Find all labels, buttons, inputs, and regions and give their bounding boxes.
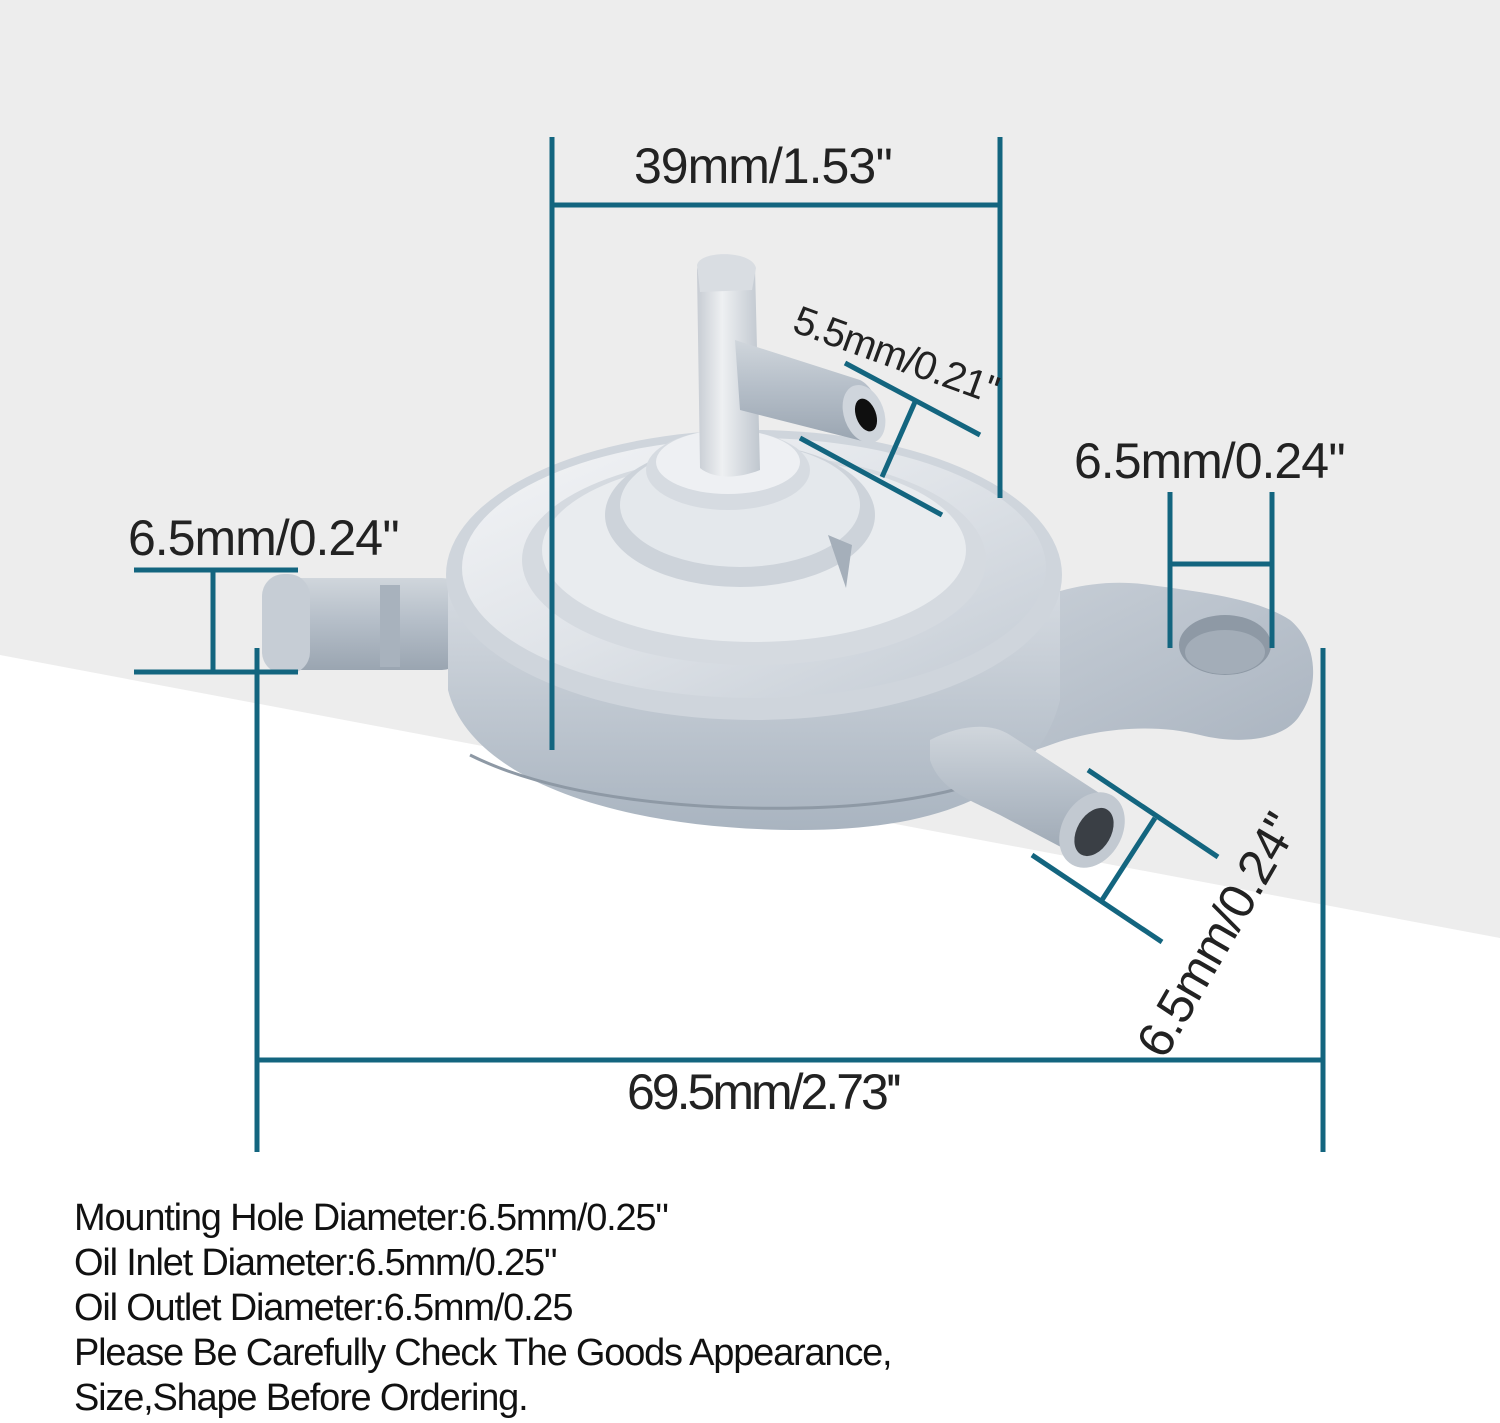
overall-length-label: 69.5mm/2.73'' bbox=[627, 1064, 902, 1120]
pump-body bbox=[446, 430, 1062, 830]
spec-oil-inlet: Oil Inlet Diameter:6.5mm/0.25" bbox=[74, 1242, 557, 1284]
inlet-label: 6.5mm/0.24'' bbox=[128, 510, 400, 566]
spec-oil-outlet: Oil Outlet Diameter:6.5mm/0.25 bbox=[74, 1287, 574, 1329]
body-width-label: 39mm/1.53'' bbox=[634, 138, 893, 194]
spec-notice-line-1: Please Be Carefully Check The Goods Appe… bbox=[74, 1332, 893, 1374]
outlet-nipple bbox=[930, 726, 1125, 868]
spec-notes: Mounting Hole Diameter:6.5mm/0.25" Oil I… bbox=[74, 1196, 893, 1421]
spec-notice-line-2: Size,Shape Before Ordering. bbox=[74, 1377, 529, 1419]
top-nipple bbox=[697, 254, 886, 477]
mounting-hole-label: 6.5mm/0.24'' bbox=[1074, 433, 1346, 489]
spec-mounting-hole: Mounting Hole Diameter:6.5mm/0.25" bbox=[74, 1197, 669, 1239]
inlet-nipple bbox=[262, 574, 462, 674]
